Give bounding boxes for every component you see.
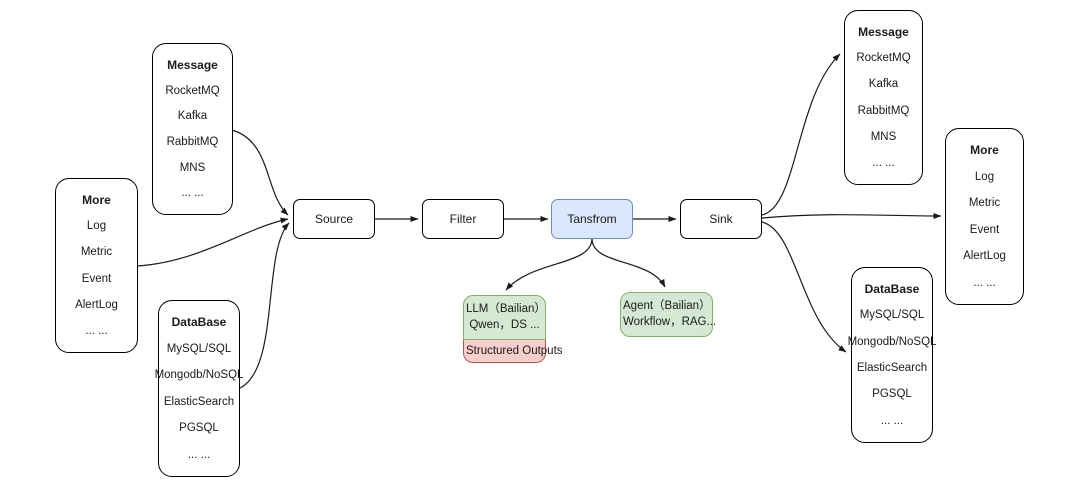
group-item: ElasticSearch — [163, 395, 235, 408]
node-transform: Tansfrom — [551, 199, 633, 239]
group-title: DataBase — [171, 315, 227, 330]
structured-outputs-badge: Structured Outputs — [463, 340, 563, 364]
group-item: ... ... — [872, 156, 895, 169]
group-more-right: More Log Metric Event AlertLog ... ... — [945, 128, 1024, 305]
group-item: Metric — [80, 246, 113, 259]
group-item: PGSQL — [179, 422, 219, 435]
node-source: Source — [293, 199, 375, 239]
group-item: Mongodb/NoSQL — [154, 369, 244, 382]
group-item: MySQL/SQL — [166, 342, 232, 355]
group-item: Metric — [968, 197, 1001, 210]
group-database-left: DataBase MySQL/SQL Mongodb/NoSQL Elastic… — [154, 300, 244, 477]
group-item: RocketMQ — [856, 52, 911, 65]
group-title: Message — [167, 57, 218, 72]
group-item: MySQL/SQL — [859, 309, 925, 322]
group-item: RabbitMQ — [857, 104, 910, 117]
group-title: More — [970, 143, 999, 158]
group-item: Kafka — [177, 110, 208, 123]
wire-sink-to-message-right — [761, 53, 841, 216]
wire-more-left-to-source — [136, 217, 289, 267]
wire-transform-to-agent — [591, 238, 666, 288]
llm-line: Qwen，DS ... — [469, 318, 540, 331]
llm-body: LLM（Bailian） Qwen，DS ... — [463, 295, 546, 341]
agent-body: Agent（Bailian） Workflow，RAG... — [620, 292, 717, 338]
group-item: AlertLog — [963, 250, 1006, 263]
group-item: ElasticSearch — [856, 362, 928, 375]
node-sink: Sink — [680, 199, 762, 239]
group-database-right: DataBase MySQL/SQL Mongodb/NoSQL Elastic… — [847, 267, 937, 443]
agent-line: Agent（Bailian） — [623, 300, 711, 312]
group-title: Message — [858, 25, 909, 40]
group-item: MNS — [870, 130, 897, 143]
group-item: Log — [86, 220, 107, 233]
group-item: Kafka — [868, 78, 899, 91]
group-item: ... ... — [85, 324, 108, 337]
node-llm-bailian: LLM（Bailian） Qwen，DS ... Structured Outp… — [463, 295, 563, 364]
wire-sink-to-database-right — [761, 221, 847, 353]
group-title: DataBase — [864, 282, 920, 297]
group-item: ... ... — [187, 448, 211, 461]
group-item: Log — [974, 170, 995, 183]
group-item: ... ... — [181, 187, 204, 200]
node-filter: Filter — [422, 199, 504, 239]
wire-database-left-to-source — [239, 222, 290, 389]
group-more-left: More Log Metric Event AlertLog ... ... — [55, 178, 138, 353]
group-item: Mongodb/NoSQL — [847, 335, 937, 348]
group-item: RocketMQ — [165, 84, 220, 97]
group-item: ... ... — [880, 414, 904, 427]
group-item: RabbitMQ — [166, 135, 219, 148]
group-title: More — [82, 193, 111, 208]
group-message-right: Message RocketMQ Kafka RabbitMQ MNS ... … — [844, 10, 923, 185]
group-item: Event — [969, 223, 1000, 236]
wire-transform-to-llm — [505, 238, 593, 291]
group-item: ... ... — [973, 276, 996, 289]
node-agent-bailian: Agent（Bailian） Workflow，RAG... — [620, 292, 717, 338]
wire-sink-to-more-right — [761, 212, 942, 219]
llm-line: LLM（Bailian） — [466, 303, 546, 315]
group-item: AlertLog — [75, 298, 118, 311]
group-item: Event — [81, 272, 112, 285]
wire-message-left-to-source — [231, 129, 289, 216]
group-item: MNS — [179, 161, 206, 174]
agent-line: Workflow，RAG... — [623, 315, 717, 328]
group-message-left: Message RocketMQ Kafka RabbitMQ MNS ... … — [152, 43, 233, 215]
group-item: PGSQL — [872, 388, 912, 401]
